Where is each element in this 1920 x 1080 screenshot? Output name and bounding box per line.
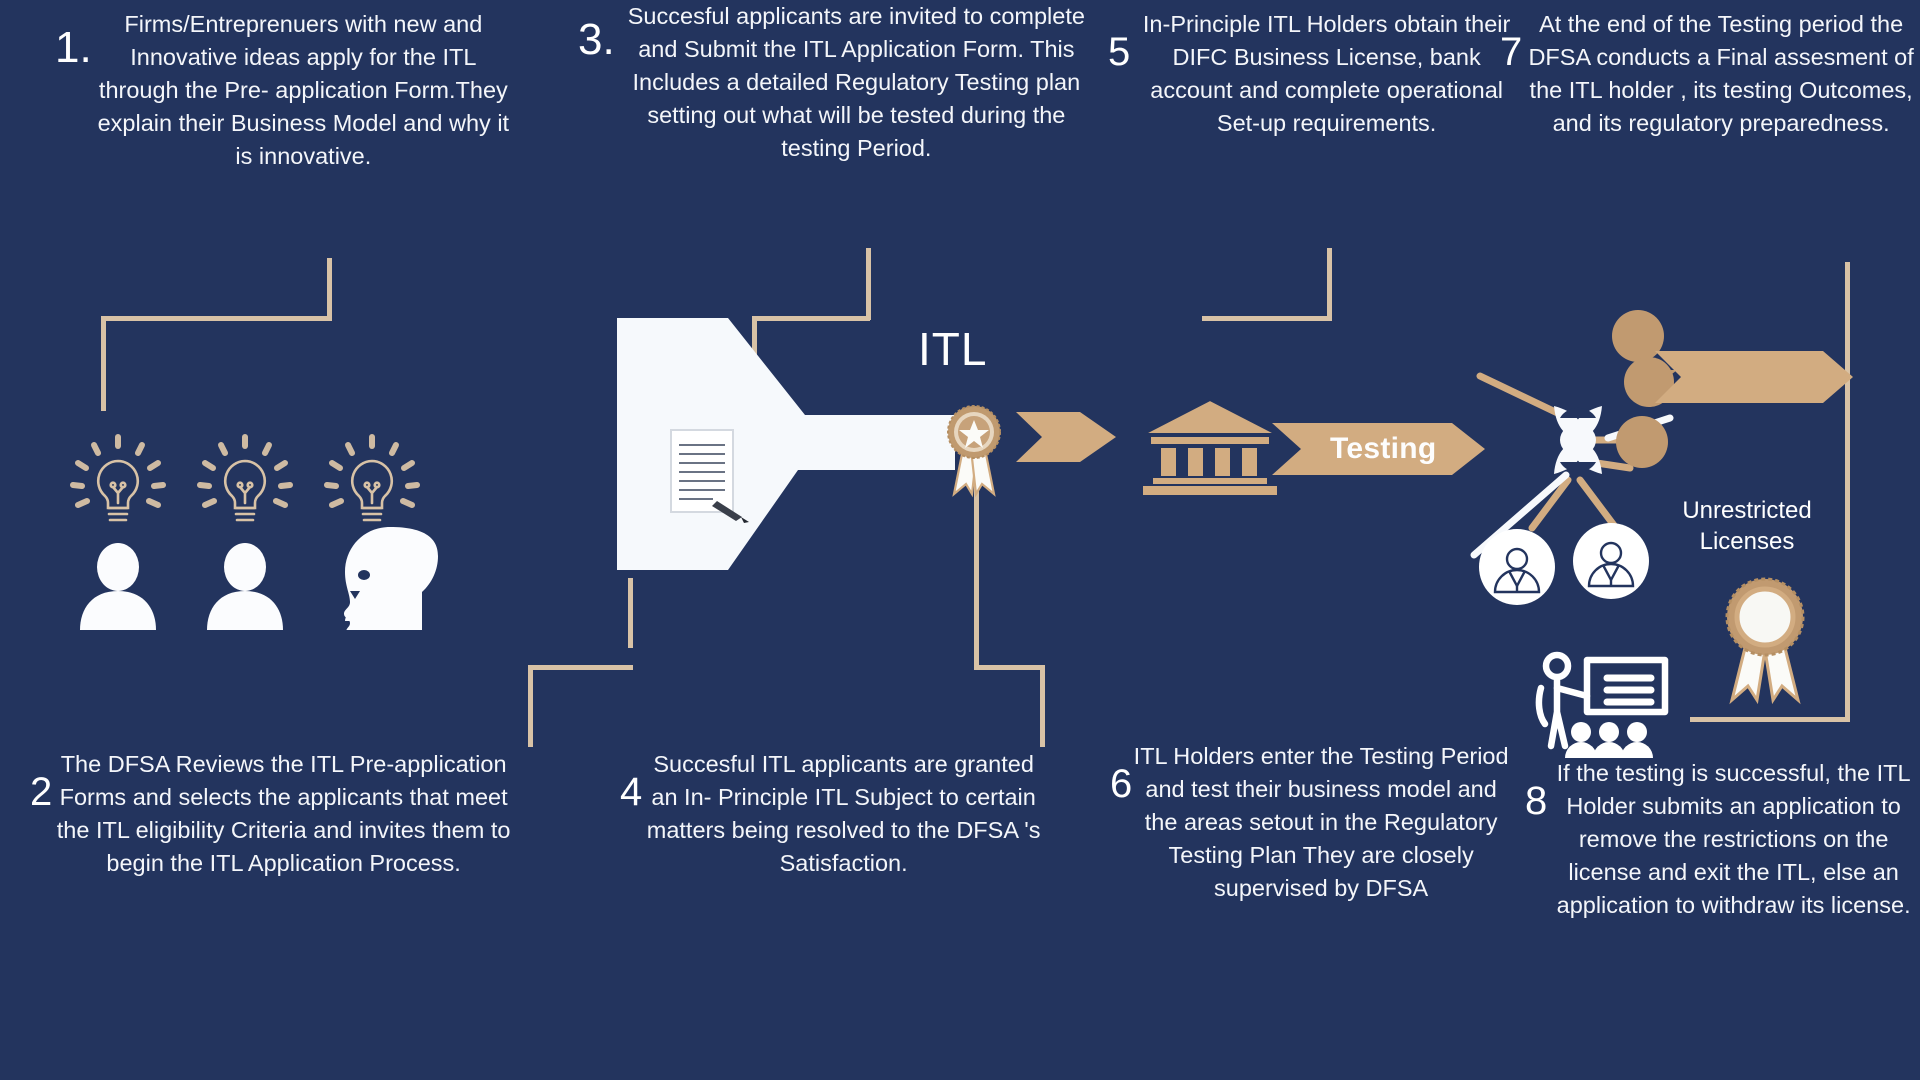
presentation-with-audience-icon (1535, 648, 1670, 758)
idea-group-1 (58, 415, 178, 630)
step-2-text: The DFSA Reviews the ITL Pre-application… (56, 751, 511, 876)
lightbulb-icon (197, 434, 293, 522)
step-1-number: 1. (55, 23, 92, 72)
step-4-text: Succesful ITL applicants are granted an … (646, 751, 1041, 876)
connector-step4-vertical-top (974, 480, 979, 665)
audience-figures (1565, 722, 1653, 758)
tan-circle-lower (1624, 357, 1674, 407)
rosette-medal (1725, 577, 1805, 657)
connector-step2-vertical-bottom (528, 665, 533, 747)
network-dot-lower (1616, 416, 1668, 468)
lightbulb-icon (324, 434, 420, 522)
step-4-number: 4 (620, 770, 643, 814)
connector-step7-horizontal (1690, 717, 1850, 722)
testing-arrow (1272, 420, 1487, 478)
step-8: 8 If the testing is successful, the ITL … (1525, 757, 1920, 922)
step-5: 5 In-Principle ITL Holders obtain their … (1108, 8, 1523, 140)
unrestricted-licenses-label: Unrestricted Licenses (1682, 497, 1812, 555)
funnel-group (605, 315, 965, 615)
chevron-arrow-icon-final (1655, 348, 1855, 406)
step-5-number: 5 (1108, 30, 1131, 74)
network-node-fill (1560, 407, 1596, 473)
step-1-text: Firms/Entreprenuers with new and Innovat… (97, 11, 510, 169)
step-2-number: 2 (30, 770, 53, 814)
step-8-text: If the testing is successful, the ITL Ho… (1556, 760, 1911, 918)
connector-step3-horizontal (752, 316, 870, 321)
chevron-arrow-icon-1 (1016, 408, 1118, 466)
document-with-pen-icon (665, 425, 755, 535)
connector-step7-vertical-right (1845, 262, 1850, 722)
award-rosette-icon-2 (1710, 570, 1820, 705)
connector-step1-vertical-right (327, 258, 332, 320)
step-6: 6 ITL Holders enter the Testing Period a… (1110, 740, 1510, 905)
head-profile-icon (344, 527, 438, 638)
tan-circle-upper (1612, 310, 1664, 362)
step-2: 2 The DFSA Reviews the ITL Pre-applicati… (30, 748, 515, 880)
step-3-text: Succesful applicants are invited to comp… (627, 3, 1085, 161)
itl-title: ITL (918, 323, 988, 375)
step-6-text: ITL Holders enter the Testing Period and… (1133, 743, 1509, 901)
step-7-number: 7 (1500, 30, 1523, 74)
step-6-number: 6 (1110, 762, 1133, 806)
connector-step2-horizontal (528, 665, 633, 670)
step-7: 7 At the end of the Testing period the D… (1500, 8, 1920, 140)
idea-group-2 (185, 415, 305, 630)
connector-step1-horizontal (101, 316, 332, 321)
business-person-circle-2 (1572, 522, 1650, 600)
connector-step2-vertical-top (628, 578, 633, 648)
person-silhouette-icon (207, 543, 283, 630)
head-profile-detail (350, 570, 370, 599)
bank-building-icon (1140, 398, 1280, 498)
connector-step4-horizontal (974, 665, 1044, 670)
rosette-ribbons (952, 452, 996, 498)
step-7-text: At the end of the Testing period the DFS… (1528, 11, 1914, 136)
network-node-icon (1554, 406, 1602, 474)
network-links (1476, 372, 1634, 532)
lightbulb-icon (70, 434, 166, 522)
idea-group-3 (312, 415, 462, 638)
testing-arrow-label: Testing (1330, 432, 1437, 465)
step-4: 4 Succesful ITL applicants are granted a… (620, 748, 1045, 880)
step-8-number: 8 (1525, 779, 1548, 823)
step-5-text: In-Principle ITL Holders obtain their DI… (1142, 11, 1511, 136)
connector-step3-vertical-right (866, 248, 871, 320)
connector-step4-vertical-bottom (1040, 665, 1045, 747)
step-3-number: 3. (578, 15, 615, 64)
step-3: 3. Succesful applicants are invited to c… (578, 0, 1098, 165)
business-person-circle-1 (1478, 528, 1556, 606)
rosette-medal (947, 405, 1001, 459)
award-rosette-icon-1 (936, 398, 1012, 498)
connector-step1-vertical-left (101, 316, 106, 411)
connector-step5-vertical (1327, 248, 1332, 320)
connector-step5-horizontal (1202, 316, 1332, 321)
person-silhouette-icon (80, 543, 156, 630)
step-1: 1. Firms/Entreprenuers with new and Inno… (55, 8, 515, 173)
